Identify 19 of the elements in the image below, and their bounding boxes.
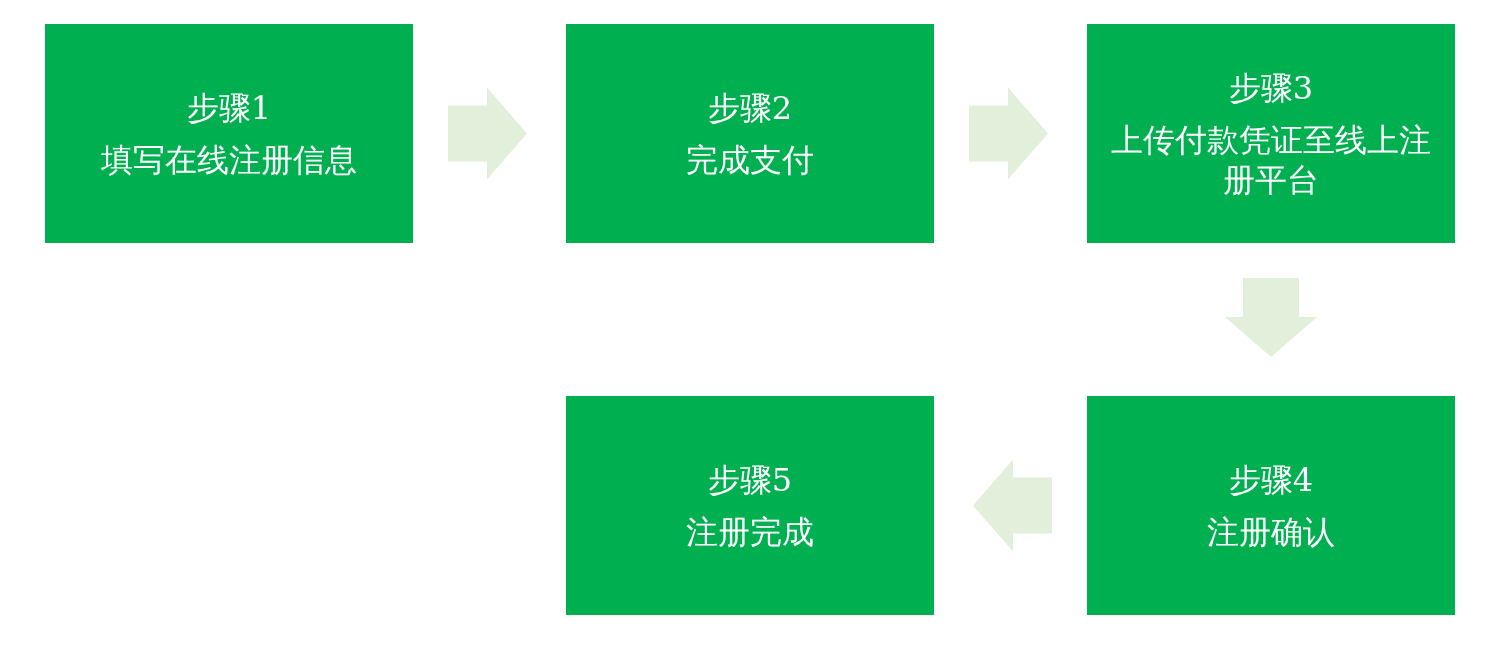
block-arrow xyxy=(1225,278,1317,357)
step-title: 步骤1 xyxy=(186,87,272,128)
step-description: 注册完成 xyxy=(686,511,814,552)
block-arrow xyxy=(973,459,1052,552)
step-description: 注册确认 xyxy=(1207,511,1335,552)
block-arrow xyxy=(969,87,1048,180)
process-box xyxy=(1087,396,1455,615)
step-description: 上传付款凭证至线上注册平台 xyxy=(1110,119,1432,200)
step-title: 步骤5 xyxy=(707,459,793,500)
process-box xyxy=(566,396,934,615)
process-box xyxy=(1087,24,1455,243)
step-title: 步骤4 xyxy=(1228,459,1314,500)
process-box xyxy=(566,24,934,243)
step-title: 步骤3 xyxy=(1228,67,1314,108)
step-description: 填写在线注册信息 xyxy=(101,139,357,180)
block-arrow xyxy=(448,87,527,180)
process-box xyxy=(45,24,413,243)
step-title: 步骤2 xyxy=(707,87,793,128)
step-description: 完成支付 xyxy=(686,139,814,180)
